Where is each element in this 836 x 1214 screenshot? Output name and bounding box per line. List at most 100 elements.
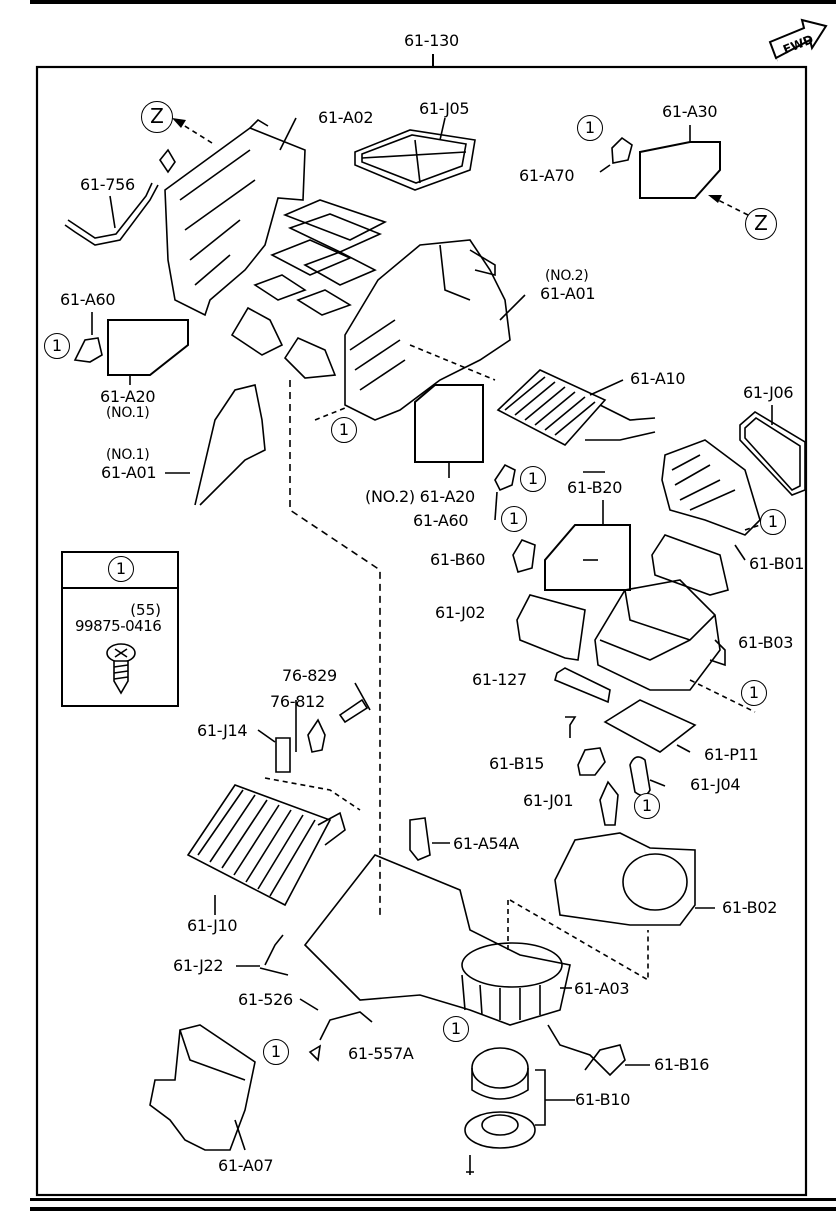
- screw-icon: [106, 643, 136, 695]
- ref-marker-1: 1: [443, 1016, 469, 1042]
- ref-marker-1: 1: [577, 115, 603, 141]
- view-marker-z-right: Z: [745, 208, 777, 240]
- part-76-829-screw: [338, 698, 369, 724]
- label-76-812: 76-812: [270, 692, 325, 711]
- label-61-B16: 61-B16: [654, 1055, 710, 1074]
- part-61-526-tube: [319, 1011, 373, 1041]
- label-61-B15: 61-B15: [489, 754, 545, 773]
- part-filter-slabs: [253, 199, 388, 316]
- part-61-J14: [275, 737, 291, 773]
- label-61-127: 61-127: [472, 670, 527, 689]
- label-61-A10: 61-A10: [630, 369, 686, 388]
- kit-box-61-B20: [544, 524, 631, 591]
- label-61-A20-no2: (NO.2) 61-A20: [365, 487, 475, 506]
- label-61-J05: 61-J05: [419, 99, 470, 118]
- part-61-J05-filter: [354, 129, 476, 191]
- part-61-A07-duct: [149, 1024, 256, 1151]
- label-61-526: 61-526: [238, 990, 293, 1009]
- ref-marker-1: 1: [501, 506, 527, 532]
- view-arrow-right: [717, 199, 749, 216]
- top-rule: [30, 0, 836, 4]
- label-61-B60: 61-B60: [430, 550, 486, 569]
- part-61-J22-sensor: [259, 934, 289, 976]
- part-61-J02-door: [516, 594, 586, 661]
- forward-direction-badge: FWD: [768, 18, 828, 62]
- part-61-B10-fan: [464, 1047, 536, 1149]
- part-61-B16-harness: [547, 1024, 626, 1077]
- label-61-A54A: 61-A54A: [453, 834, 519, 853]
- part-61-756-hose: [64, 182, 159, 246]
- part-61-A03-lower-case: [303, 854, 571, 1026]
- label-61-130: 61-130: [404, 31, 459, 50]
- label-61-A01-no2: 61-A01: [540, 284, 596, 303]
- arrowhead-left: [172, 118, 186, 128]
- label-61-756: 61-756: [80, 175, 135, 194]
- part-61-A01-no1: [194, 384, 266, 506]
- label-61-J10: 61-J10: [187, 916, 238, 935]
- part-blower-upper: [661, 439, 761, 536]
- legend-part-number: 99875-0416: [75, 617, 162, 635]
- fastener-legend: 1 (55) 99875-0416: [61, 551, 179, 707]
- part-61-A70: [611, 136, 633, 164]
- view-marker-z-left: Z: [141, 101, 173, 133]
- label-61-J14: 61-J14: [197, 721, 248, 740]
- part-61-B15: [577, 747, 606, 776]
- label-61-J01: 61-J01: [523, 791, 574, 810]
- part-61-J01: [599, 780, 619, 826]
- ref-marker-1: 1: [44, 333, 70, 359]
- part-61-J04: [629, 756, 651, 797]
- part-61-A60-right: [494, 463, 516, 492]
- part-vent-2: [283, 336, 337, 379]
- label-61-B01: 61-B01: [749, 554, 805, 573]
- part-61-557A-clip: [308, 1044, 322, 1062]
- label-61-A70: 61-A70: [519, 166, 575, 185]
- label-61-B20: 61-B20: [567, 478, 623, 497]
- ref-marker-1: 1: [520, 466, 546, 492]
- bottom-rule: [30, 1198, 836, 1201]
- ref-marker-1: 1: [263, 1039, 289, 1065]
- part-screw-lower: [466, 1155, 474, 1175]
- kit-box-61-A30: [639, 141, 721, 199]
- label-61-J04: 61-J04: [690, 775, 741, 794]
- label-61-J06: 61-J06: [743, 383, 794, 402]
- label-61-A60-right: 61-A60: [413, 511, 469, 530]
- part-screw-small: [565, 716, 577, 738]
- part-vent-1: [230, 306, 284, 356]
- view-arrow-left: [179, 122, 213, 144]
- label-61-A60-left: 61-A60: [60, 290, 116, 309]
- part-61-B01: [651, 534, 729, 596]
- ref-marker-1: 1: [331, 417, 357, 443]
- label-61-B02: 61-B02: [722, 898, 778, 917]
- legend-quantity: (55): [130, 601, 161, 619]
- ref-marker-1: 1: [760, 509, 786, 535]
- label-61-557A: 61-557A: [348, 1044, 414, 1063]
- part-61-B02-blower: [554, 832, 696, 926]
- part-61-P11-filter: [603, 699, 697, 753]
- kit-box-61-A20-no2: [414, 384, 484, 463]
- part-61-A02-duct: [164, 118, 306, 317]
- part-61-J06-gasket: [739, 411, 806, 496]
- part-61-A60-left: [73, 337, 103, 363]
- ref-marker-1: 1: [634, 793, 660, 819]
- label-61-J02: 61-J02: [435, 603, 486, 622]
- part-61-A01-no2-case: [344, 239, 511, 421]
- label-61-A30: 61-A30: [662, 102, 718, 121]
- ref-marker-1: 1: [741, 680, 767, 706]
- label-61-B03: 61-B03: [738, 633, 794, 652]
- legend-header: 1: [63, 553, 177, 589]
- label-61-B10: 61-B10: [575, 1090, 631, 1109]
- label-61-A20-no1-note: (NO.1): [106, 405, 150, 421]
- label-61-A01-no2-note: (NO.2): [545, 268, 589, 284]
- part-61-127: [554, 667, 611, 704]
- part-61-A10-heater-core: [496, 369, 656, 446]
- alignment-line-center: [289, 380, 381, 915]
- label-76-829: 76-829: [282, 666, 337, 685]
- label-61-A01-no1-note: (NO.1): [106, 447, 150, 463]
- label-61-A07: 61-A07: [218, 1156, 274, 1175]
- arrowhead-right: [708, 195, 722, 203]
- label-61-P11: 61-P11: [704, 745, 759, 764]
- part-61-B03-case: [594, 579, 726, 691]
- legend-marker: 1: [108, 556, 134, 582]
- part-61-A54A-seal: [409, 817, 431, 861]
